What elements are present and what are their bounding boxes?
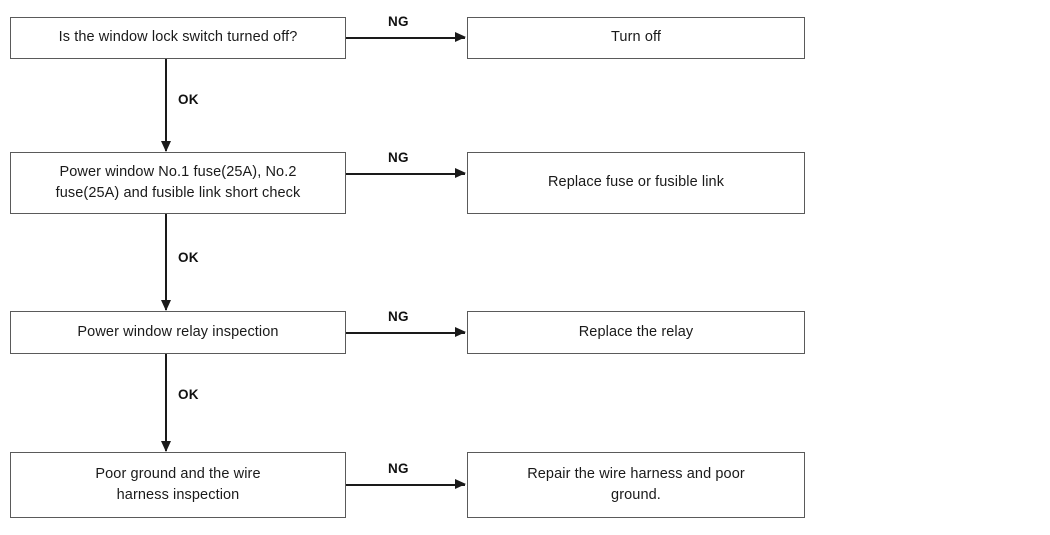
ok-label-3: OK (178, 387, 199, 402)
ng-connector-1 (346, 32, 466, 43)
arrowhead-icon (160, 141, 171, 152)
arrowhead-icon (455, 168, 466, 179)
ng-connector-4 (346, 479, 466, 490)
ng-label-4: NG (388, 461, 409, 476)
check-node-3[interactable]: Power window relay inspection (10, 311, 346, 354)
action-node-4[interactable]: Repair the wire harness and poor ground. (467, 452, 805, 518)
ok-connector-1 (160, 59, 171, 152)
ng-label-3: NG (388, 309, 409, 324)
ng-connector-2 (346, 168, 466, 179)
action-node-3-label: Replace the relay (578, 323, 694, 340)
action-node-1[interactable]: Turn off (467, 17, 805, 59)
ok-connector-2 (160, 214, 171, 311)
arrowhead-icon (455, 479, 466, 490)
action-node-2-label: Replace fuse or fusible link (547, 174, 725, 191)
ok-label-2: OK (178, 250, 199, 265)
ng-connector-3 (346, 327, 466, 338)
action-node-3[interactable]: Replace the relay (467, 311, 805, 354)
check-node-4-label: Poor ground and the wire harness inspect… (95, 465, 261, 503)
check-node-2-label: Power window No.1 fuse(25A), No.2 fuse(2… (55, 163, 301, 201)
check-node-1-label: Is the window lock switch turned off? (58, 29, 298, 46)
action-node-4-label: Repair the wire harness and poor ground. (527, 465, 745, 503)
check-node-2[interactable]: Power window No.1 fuse(25A), No.2 fuse(2… (10, 152, 346, 214)
ok-connector-3 (160, 354, 171, 452)
action-node-1-label: Turn off (611, 29, 661, 46)
arrowhead-icon (455, 327, 466, 338)
ng-label-1: NG (388, 14, 409, 29)
ok-label-1: OK (178, 92, 199, 107)
ng-label-2: NG (388, 150, 409, 165)
check-node-4[interactable]: Poor ground and the wire harness inspect… (10, 452, 346, 518)
arrowhead-icon (160, 300, 171, 311)
arrowhead-icon (455, 32, 466, 43)
check-node-3-label: Power window relay inspection (77, 323, 279, 340)
action-node-2[interactable]: Replace fuse or fusible link (467, 152, 805, 214)
check-node-1[interactable]: Is the window lock switch turned off? (10, 17, 346, 59)
arrowhead-icon (160, 441, 171, 452)
